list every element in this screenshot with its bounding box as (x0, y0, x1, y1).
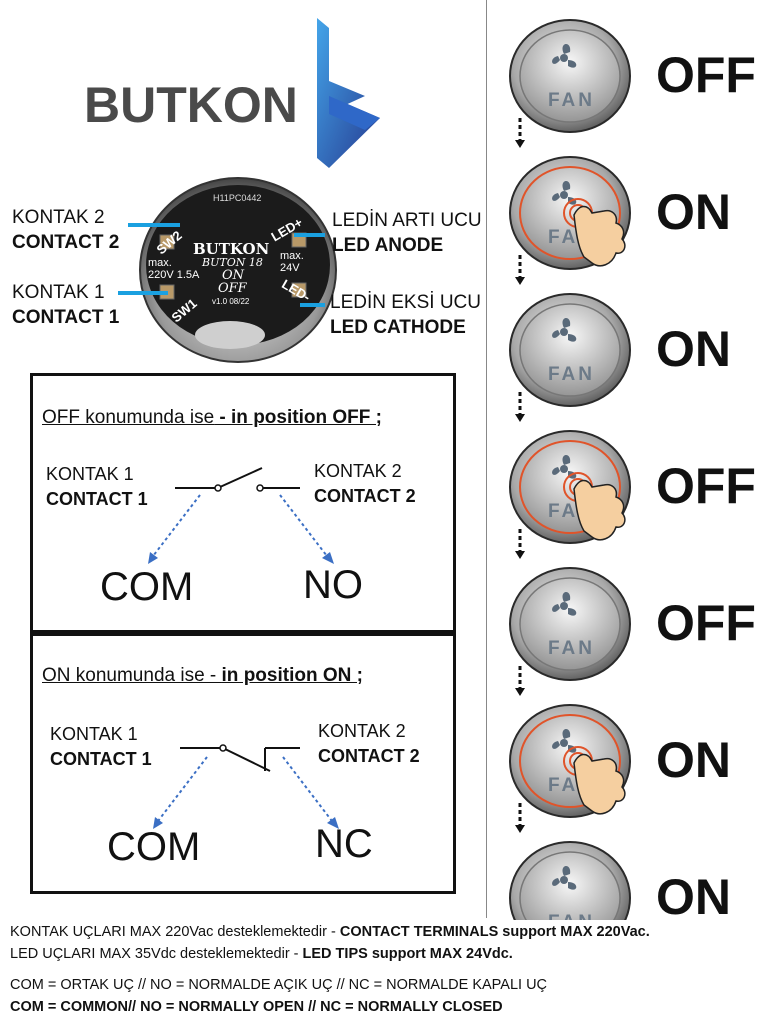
state-label-on: ON (656, 321, 731, 377)
sequence-step: FAN OFF (508, 18, 768, 148)
state-label-off: OFF (656, 595, 756, 651)
brand-logo-text: BUTKON (84, 77, 298, 133)
off-switch-symbol (148, 467, 334, 564)
on-switch-symbol (153, 744, 339, 829)
fan-button-icon: FAN (509, 841, 631, 920)
svg-text:FAN: FAN (548, 364, 595, 385)
contact2-label: KONTAK 2 CONTACT 2 (12, 207, 120, 253)
fan-button-icon: FAN (509, 19, 631, 133)
sequence-step: FAN OFF (508, 429, 768, 559)
sequence-step: FAN ON (508, 292, 768, 422)
pcb-rating-dc: max. 24V (280, 250, 304, 274)
fan-button-icon: FAN (509, 567, 631, 681)
sequence-arrow (515, 529, 525, 559)
pcb-mode-on: ON (222, 268, 245, 283)
pcb-code: H11PC0442 (213, 193, 262, 203)
svg-text:FAN: FAN (548, 90, 595, 111)
sequence-step: FAN ON (508, 155, 768, 285)
svg-text:FAN: FAN (548, 638, 595, 659)
contact1-label: KONTAK 1 CONTACT 1 (12, 282, 120, 328)
note-contact-terminals: KONTAK UÇLARI MAX 220Vac desteklemektedi… (10, 924, 650, 940)
led-cathode-label: LEDİN EKSİ UCU LED CATHODE (330, 292, 481, 338)
on-position-panel (30, 630, 456, 894)
pcb-model: BUTON 18 (202, 256, 263, 269)
fan-button-icon: FAN (509, 704, 631, 818)
state-label-on: ON (656, 184, 731, 240)
pcb-mode-off: OFF (218, 281, 247, 296)
fan-button-icon: FAN (509, 430, 631, 544)
sequence-step: FAN ON (508, 703, 768, 833)
sequence-arrow (515, 666, 525, 696)
state-label-on: ON (656, 869, 731, 920)
pcb-version: v1.0 08/22 (212, 297, 250, 306)
fan-button-icon: FAN (509, 156, 631, 270)
note-abbrev-en: COM = COMMON// NO = NORMALLY OPEN // NC … (10, 999, 503, 1015)
fan-button-icon: FAN (509, 293, 631, 407)
svg-text:FAN: FAN (548, 912, 595, 920)
sequence-arrow (515, 392, 525, 422)
off-no-label: NO (303, 563, 363, 607)
led-anode-label: LEDİN ARTI UCU LED ANODE (332, 210, 482, 256)
sequence-arrow (515, 118, 525, 148)
off-panel-title: OFF konumunda ise - in position OFF ; (42, 407, 382, 428)
state-label-off: OFF (656, 458, 756, 514)
column-divider (486, 0, 487, 918)
state-label-off: OFF (656, 47, 756, 103)
on-nc-label: NC (315, 822, 373, 866)
sequence-arrow (515, 255, 525, 285)
on-panel-title: ON konumunda ise - in position ON ; (42, 665, 363, 686)
note-led-tips: LED UÇLARI MAX 35Vdc desteklemektedir - … (10, 946, 513, 962)
brand-logo-mark (317, 18, 380, 168)
button-rear-diagram (118, 177, 337, 363)
off-position-panel (30, 373, 456, 636)
pcb-brand: BUTKON (193, 240, 270, 258)
sequence-step: FAN ON (508, 840, 768, 920)
sequence-arrow (515, 803, 525, 833)
state-label-on: ON (656, 732, 731, 788)
note-abbrev-tr: COM = ORTAK UÇ // NO = NORMALDE AÇIK UÇ … (10, 977, 548, 993)
off-com-label: COM (100, 565, 194, 609)
on-com-label: COM (107, 825, 201, 869)
button-state-sequence: FAN OFF FAN ON FAN ON FAN OFF FAN OFF FAN ON FAN ON (500, 0, 768, 920)
sequence-step: FAN OFF (508, 566, 768, 696)
pcb-rating-ac: max. 220V 1.5A (148, 257, 200, 281)
